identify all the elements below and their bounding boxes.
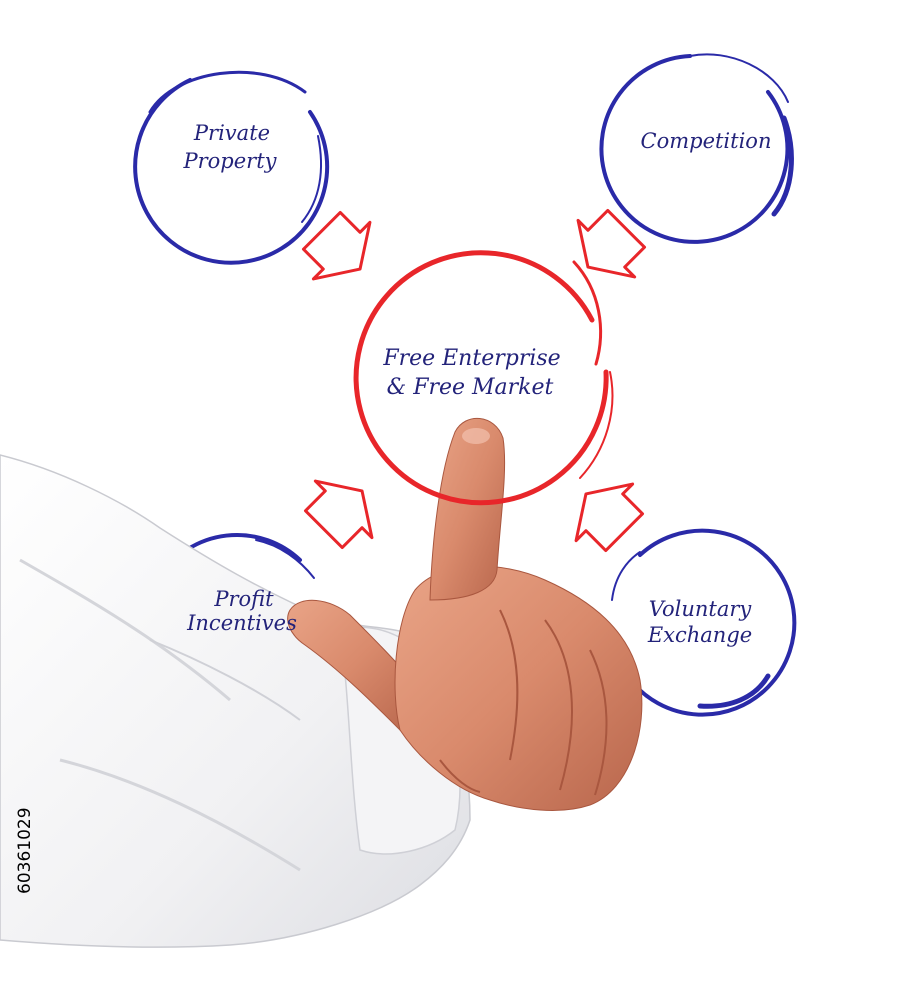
- profit-incentives-line2: Incentives: [186, 611, 297, 635]
- voluntary-exchange-line1: Voluntary: [649, 597, 753, 621]
- label-profit-incentives: Profit Incentives: [186, 587, 297, 635]
- circle-free-enterprise: [353, 250, 614, 506]
- stock-id-text: 60361029: [15, 807, 35, 894]
- circle-private-property: [133, 70, 330, 265]
- arrow-from-profit-incentives: [303, 479, 374, 550]
- center-line1: Free Enterprise: [382, 346, 560, 371]
- circle-voluntary-exchange: [610, 528, 797, 717]
- label-competition: Competition: [641, 129, 772, 153]
- profit-incentives-line1: Profit: [213, 587, 274, 611]
- voluntary-exchange-line2: Exchange: [647, 623, 752, 647]
- center-line2: & Free Market: [387, 375, 554, 400]
- private-property-line2: Property: [182, 149, 277, 173]
- pointing-hand-illustration: [0, 417, 643, 948]
- arrow-from-private-property: [301, 210, 372, 281]
- arrow-from-competition: [576, 208, 647, 279]
- label-center: Free Enterprise & Free Market: [382, 346, 560, 400]
- arrow-from-voluntary-exchange: [574, 482, 645, 553]
- circle-competition: [599, 53, 794, 244]
- label-private-property: Private Property: [182, 121, 277, 173]
- label-voluntary-exchange: Voluntary Exchange: [647, 597, 753, 647]
- private-property-line1: Private: [193, 121, 270, 145]
- competition-line1: Competition: [641, 129, 772, 153]
